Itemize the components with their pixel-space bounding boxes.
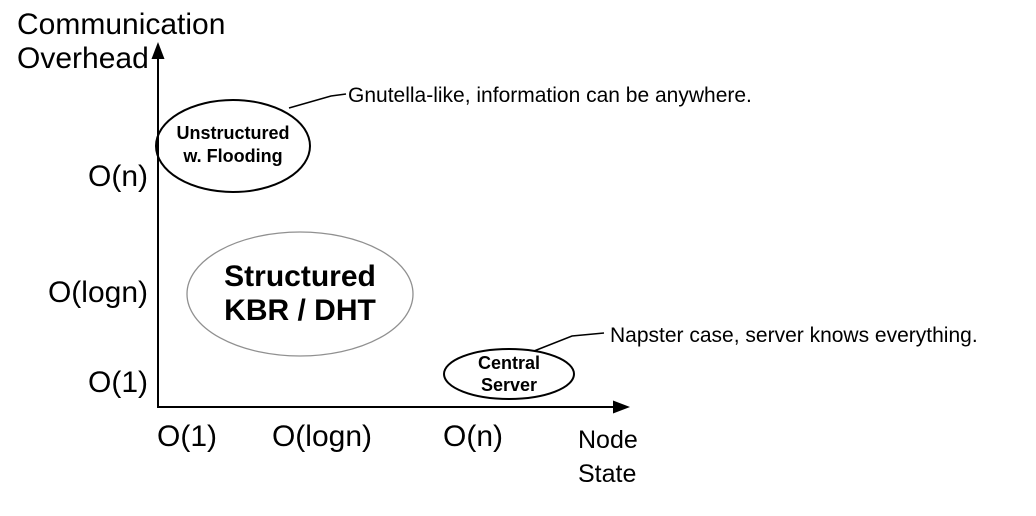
gnutella-annotation: Gnutella-like, information can be anywhe… [348,84,752,107]
x-axis-title: Node State [578,423,638,491]
x-axis-arrowhead-icon [613,400,630,414]
unstructured-flooding-label: Unstructured w. Flooding [156,122,310,168]
structured-kbr-dht-label-line1: Structured [224,260,376,293]
central-server-label: Central Server [444,352,574,396]
structured-kbr-dht-label: Structured KBR / DHT [187,260,413,328]
y-tick-on: O(n) [88,160,148,193]
x-tick-on: O(n) [443,420,503,453]
central-server-label-line1: Central [477,353,540,373]
x-axis-title-line1: Node [578,426,638,454]
unstructured-flooding-label-line1: Unstructured [176,123,290,143]
y-tick-ologn: O(logn) [47,276,148,309]
y-axis-title-line2: Overhead [17,42,149,75]
y-axis-title: Communication Overhead [17,8,225,76]
y-tick-o1: O(1) [88,366,148,399]
gnutella-leader-line [288,93,347,109]
napster-annotation: Napster case, server knows everything. [610,324,978,347]
y-axis-title-line1: Communication [17,8,226,41]
napster-leader-line [533,332,605,352]
x-tick-o1: O(1) [157,420,217,453]
central-server-label-line2: Server [480,375,538,395]
unstructured-flooding-label-line2: w. Flooding [183,146,283,166]
x-tick-ologn: O(logn) [271,420,373,453]
structured-kbr-dht-label-line2: KBR / DHT [224,294,376,327]
x-axis-title-line2: State [578,460,637,488]
